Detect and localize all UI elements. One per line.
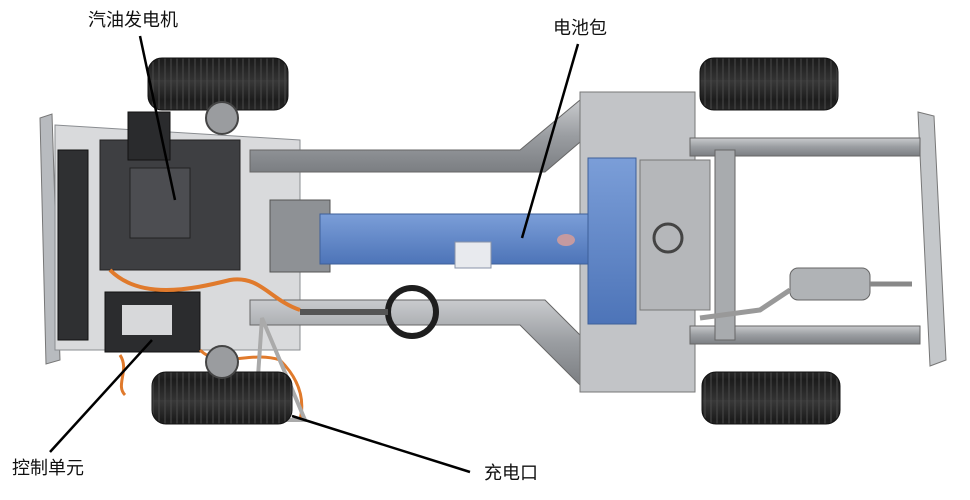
exhaust-pipe-front: [699, 287, 792, 321]
battery-pack-rear: [587, 157, 637, 325]
tire-rear-right: [701, 371, 841, 425]
label-charging-port: 充电口: [484, 463, 538, 484]
tire-front-right: [151, 371, 293, 425]
engine-cover: [127, 111, 171, 161]
label-battery-pack: 电池包: [553, 18, 607, 39]
label-engine: 汽油发电机: [88, 10, 178, 31]
fuel-pump: [652, 222, 684, 254]
tire-rear-left: [699, 57, 839, 111]
hv-cable-1: [108, 268, 301, 312]
rear-axle-beam: [689, 137, 921, 157]
control-unit-label-plate: [122, 305, 172, 335]
rear-crossmember: [714, 149, 736, 341]
leader-line-charging-port: [291, 414, 471, 474]
radiator: [57, 149, 89, 341]
center-tunnel: [269, 199, 331, 273]
leader-line-battery: [520, 43, 580, 239]
battery-service-plug: [557, 234, 575, 246]
leader-line-control-unit: [49, 339, 153, 453]
rear-bumper: [917, 111, 947, 367]
brake-disc-fl: [205, 101, 239, 135]
hv-cable-3: [118, 354, 127, 397]
label-control-unit: 控制单元: [12, 458, 84, 479]
rear-axle-beam-lower: [689, 325, 921, 345]
engine-head: [129, 167, 191, 239]
fuel-tank-area: [639, 159, 711, 311]
brake-disc-fr: [205, 345, 239, 379]
muffler: [789, 267, 871, 301]
battery-connector: [454, 241, 492, 269]
leader-line-engine: [138, 35, 177, 201]
